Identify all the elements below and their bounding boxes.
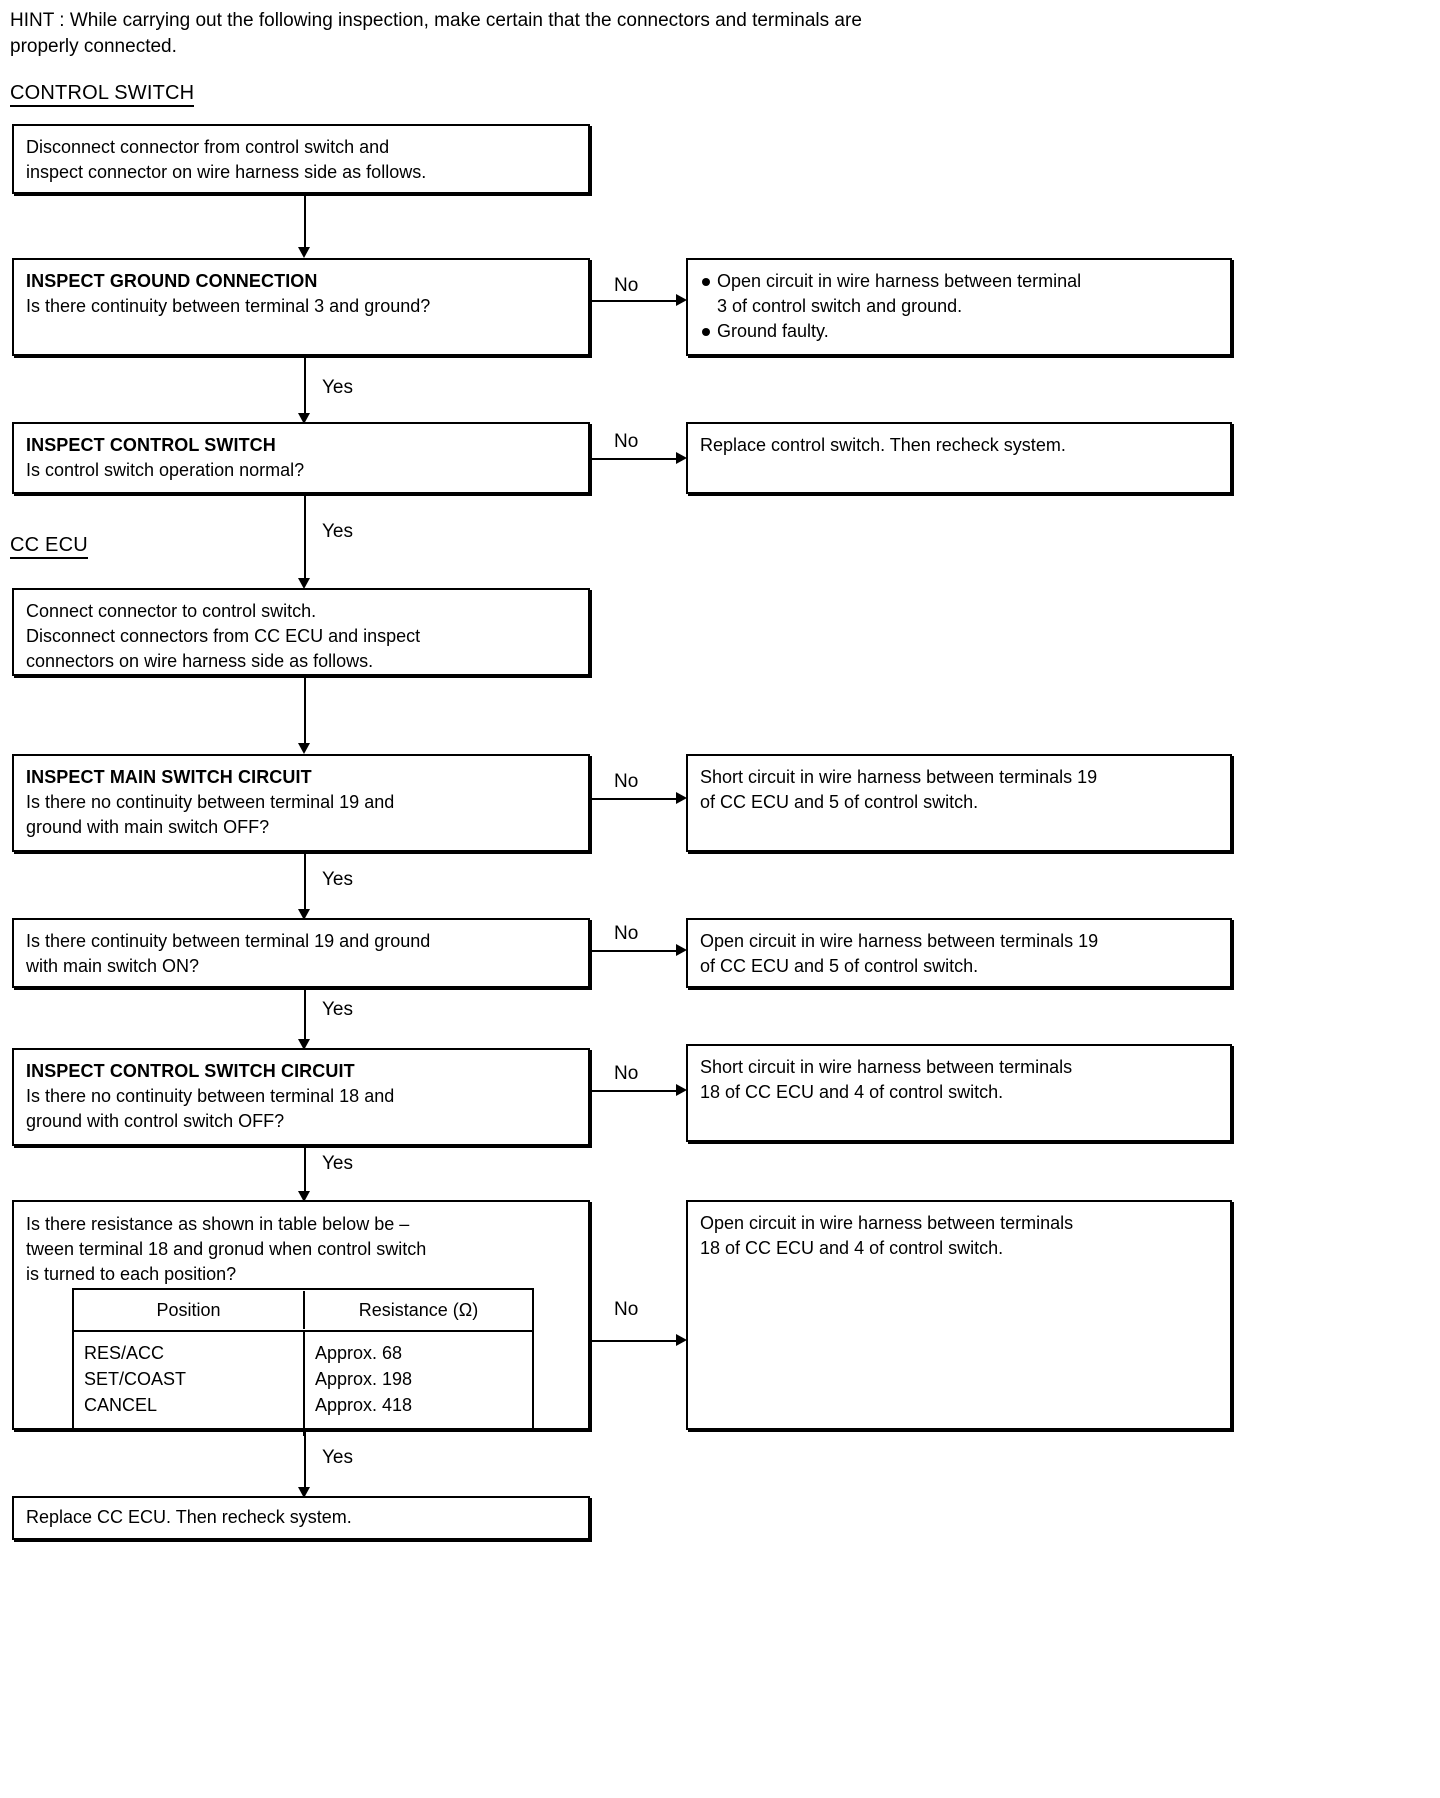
ground-fault-bullet-list: Open circuit in wire harness between ter… [700,269,1218,344]
connector-arrow-8 [298,1487,310,1498]
edge-label-no-1: No [614,275,639,296]
box-replace-control-switch-result: Replace control switch. Then recheck sys… [686,422,1232,494]
box-resistance-check-text: Is there resistance as shown in table be… [26,1214,427,1284]
branch-line-no-5 [590,1090,680,1092]
resistance-table-header-position: Position [156,1300,221,1320]
connector-line-3 [304,496,306,582]
branch-arrow-no-3 [676,792,687,804]
connector-arrow-4 [298,743,310,754]
box-inspect-control-switch-circuit-title: INSPECT CONTROL SWITCH CIRCUIT [26,1061,355,1081]
box-control-switch-short-result-text: Short circuit in wire harness between te… [700,1057,1073,1102]
box-main-switch-on-check: Is there continuity between terminal 19 … [12,918,590,988]
branch-arrow-no-2 [676,452,687,464]
table-cell: SET/COAST [84,1369,187,1389]
edge-label-yes-3: Yes [322,869,353,890]
resistance-table-header-resistance: Resistance (Ω) [302,1291,532,1329]
edge-label-yes-1: Yes [322,377,353,398]
connector-arrow-3 [298,578,310,589]
branch-arrow-no-6 [676,1334,687,1346]
box-inspect-control-switch-title: INSPECT CONTROL SWITCH [26,435,276,455]
branch-line-no-4 [590,950,680,952]
branch-line-no-1 [590,300,680,302]
box-resistance-check: Is there resistance as shown in table be… [12,1200,590,1430]
edge-label-no-6: No [614,1299,639,1320]
box-replace-cc-ecu-result: Replace CC ECU. Then recheck system. [12,1496,590,1540]
table-cell: Approx. 198 [314,1369,413,1389]
branch-line-no-6 [590,1340,680,1342]
branch-line-no-3 [590,798,680,800]
branch-arrow-no-5 [676,1084,687,1096]
edge-label-no-5: No [614,1063,639,1084]
connector-line-1 [304,196,306,250]
list-item: Ground faulty. [700,319,1218,344]
box-control-switch-open-result-text: Open circuit in wire harness between ter… [700,1213,1074,1258]
box-control-switch-open-result: Open circuit in wire harness between ter… [686,1200,1232,1430]
edge-label-no-3: No [614,771,639,792]
table-cell: Approx. 418 [314,1395,413,1415]
connector-arrow-6 [298,1039,310,1050]
box-inspect-control-switch-circuit: INSPECT CONTROL SWITCH CIRCUIT Is there … [12,1048,590,1146]
box-main-switch-short-result: Short circuit in wire harness between te… [686,754,1232,852]
edge-label-yes-5: Yes [322,1153,353,1174]
box-inspect-ground-connection-title: INSPECT GROUND CONNECTION [26,271,318,291]
connector-line-4 [304,678,306,746]
box-inspect-main-switch-circuit: INSPECT MAIN SWITCH CIRCUIT Is there no … [12,754,590,852]
box-ground-fault-result: Open circuit in wire harness between ter… [686,258,1232,356]
resistance-table-values: Approx. 68 Approx. 198 Approx. 418 [302,1332,532,1436]
edge-label-no-2: No [614,431,639,452]
edge-label-yes-6: Yes [322,1447,353,1468]
branch-arrow-no-4 [676,944,687,956]
table-cell: Approx. 68 [314,1343,403,1363]
connector-arrow-1 [298,247,310,258]
branch-line-no-2 [590,458,680,460]
connector-arrow-7 [298,1191,310,1202]
box-main-switch-on-check-text: Is there continuity between terminal 19 … [26,931,431,976]
box-main-switch-short-result-text: Short circuit in wire harness between te… [700,767,1098,812]
box-control-switch-short-result: Short circuit in wire harness between te… [686,1044,1232,1142]
box-main-switch-open-result-text: Open circuit in wire harness between ter… [700,931,1099,976]
box-replace-cc-ecu-result-text: Replace CC ECU. Then recheck system. [26,1507,352,1527]
edge-label-yes-4: Yes [322,999,353,1020]
resistance-table-header-row: Position Resistance (Ω) [74,1290,532,1332]
box-connect-connector: Connect connector to control switch. Dis… [12,588,590,676]
box-inspect-main-switch-circuit-title: INSPECT MAIN SWITCH CIRCUIT [26,767,312,787]
connector-line-7 [304,1148,306,1194]
connector-arrow-5 [298,909,310,920]
box-inspect-ground-connection: INSPECT GROUND CONNECTION Is there conti… [12,258,590,356]
box-disconnect-connector-text: Disconnect connector from control switch… [26,137,427,182]
connector-arrow-2 [298,413,310,424]
table-cell: CANCEL [84,1395,158,1415]
box-connect-connector-text: Connect connector to control switch. Dis… [26,601,421,671]
box-inspect-ground-connection-body: Is there continuity between terminal 3 a… [26,296,431,316]
resistance-table-positions: RES/ACC SET/COAST CANCEL [74,1332,303,1436]
edge-label-no-4: No [614,923,639,944]
box-replace-control-switch-result-text: Replace control switch. Then recheck sys… [700,435,1066,455]
connector-line-5 [304,854,306,912]
list-item: Open circuit in wire harness between ter… [700,269,1218,319]
branch-arrow-no-1 [676,294,687,306]
box-main-switch-open-result: Open circuit in wire harness between ter… [686,918,1232,988]
box-inspect-control-switch: INSPECT CONTROL SWITCH Is control switch… [12,422,590,494]
box-inspect-control-switch-body: Is control switch operation normal? [26,460,305,480]
edge-label-yes-2: Yes [322,521,353,542]
resistance-table-body-row: RES/ACC SET/COAST CANCEL Approx. 68 Appr… [74,1332,532,1436]
box-inspect-control-switch-circuit-body: Is there no continuity between terminal … [26,1086,395,1131]
connector-line-8 [304,1432,306,1490]
section-heading-cc-ecu: CC ECU [10,534,88,559]
connector-line-2 [304,358,306,416]
resistance-table: Position Resistance (Ω) RES/ACC SET/COAS… [72,1288,534,1436]
hint-text: HINT : While carrying out the following … [10,10,862,57]
box-inspect-main-switch-circuit-body: Is there no continuity between terminal … [26,792,395,837]
box-disconnect-connector: Disconnect connector from control switch… [12,124,590,194]
connector-line-6 [304,990,306,1042]
table-cell: RES/ACC [84,1343,165,1363]
section-heading-control-switch: CONTROL SWITCH [10,82,195,107]
